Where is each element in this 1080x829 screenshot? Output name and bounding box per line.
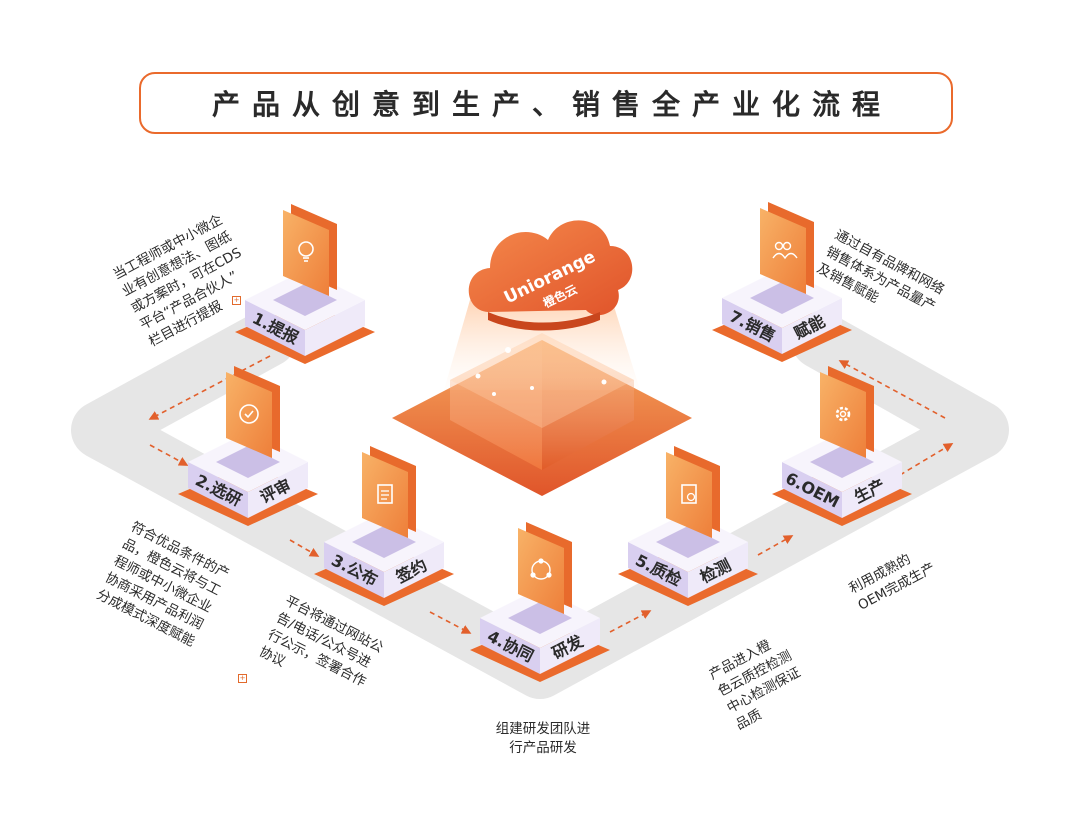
step-block-right xyxy=(305,300,365,356)
step-4: 4.协同研发 xyxy=(470,522,610,682)
expand-icon: + xyxy=(238,674,247,683)
step-card xyxy=(760,208,806,294)
step-3: 3.公布签约 xyxy=(314,446,454,606)
lightbulb-icon xyxy=(298,241,314,262)
flow-arrows xyxy=(148,355,954,634)
step-7: 7.销售赋能 xyxy=(712,202,852,362)
step-1: 1.提报 xyxy=(235,204,375,364)
step-block-right xyxy=(248,462,308,518)
check-circle-icon xyxy=(239,404,259,424)
brand-cloud: Uniorange 橙色云 xyxy=(468,220,633,331)
step-block-left xyxy=(188,462,248,518)
title-frame xyxy=(139,72,953,134)
users-icon xyxy=(772,241,798,260)
step-block-right xyxy=(384,542,444,598)
step-block-left xyxy=(628,542,688,598)
step-block-right xyxy=(782,298,842,354)
step-5: 5.质检检测 xyxy=(618,446,758,606)
step-block-right xyxy=(842,462,902,518)
expand-icon: + xyxy=(232,296,241,305)
network-icon xyxy=(530,558,552,580)
gear-icon xyxy=(835,406,851,422)
step-card xyxy=(666,452,712,538)
step-block-right xyxy=(540,618,600,674)
step-block-left xyxy=(480,618,540,674)
central-platform xyxy=(392,300,692,496)
page-title: 产品从创意到生产、销售全产业化流程 xyxy=(211,88,892,121)
step-2: 2.选研评审 xyxy=(178,366,318,526)
step-card xyxy=(283,210,329,296)
step-block-left xyxy=(722,298,782,354)
step-block-left xyxy=(245,300,305,356)
step-block-left xyxy=(324,542,384,598)
step-block-right xyxy=(688,542,748,598)
step-card xyxy=(820,372,866,458)
document-icon xyxy=(377,484,393,504)
note-step-4: 组建研发团队进 行产品研发 xyxy=(495,721,591,756)
step-card xyxy=(518,528,564,614)
step-block-left xyxy=(782,462,842,518)
inspection-doc-icon xyxy=(681,484,697,504)
